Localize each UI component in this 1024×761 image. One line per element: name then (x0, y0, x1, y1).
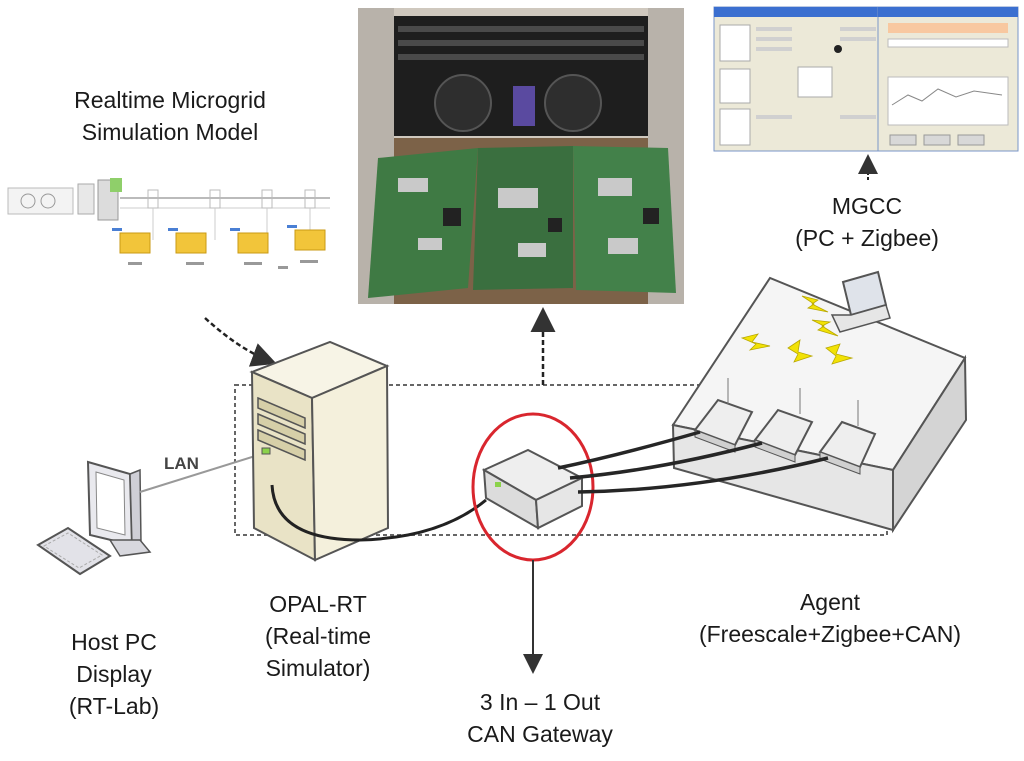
gateway-label: 3 In – 1 Out CAN Gateway (430, 686, 650, 750)
agent-board-icon (693, 378, 877, 475)
gateway-label-line-2: CAN Gateway (467, 721, 613, 747)
mgcc-label-line-2: (PC + Zigbee) (795, 225, 939, 251)
opal-rt-label-line-1: OPAL-RT (269, 591, 367, 617)
simulation-model-label: Realtime Microgrid Simulation Model (40, 84, 300, 148)
host-pc-label-line-2: Display (76, 661, 152, 687)
opal-rt-label-line-2: (Real-time (264, 623, 372, 649)
laptop-icon (830, 270, 891, 333)
mgcc-label: MGCC (PC + Zigbee) (762, 190, 972, 254)
mgcc-label-line-1: MGCC (831, 193, 903, 219)
host-pc-icon (36, 460, 152, 576)
gateway-icon (481, 448, 585, 530)
host-pc-label: Host PC Display (RT-Lab) (34, 626, 194, 722)
lan-cable (139, 451, 269, 493)
agent-label: Agent (Freescale+Zigbee+CAN) (674, 586, 986, 650)
opal-rt-label: OPAL-RT (Real-time Simulator) (238, 588, 398, 684)
agent-label-line-1: Agent (799, 589, 861, 615)
mgcc-screen-capture (712, 5, 1020, 153)
can-cables (557, 430, 829, 494)
lightning-icon (740, 295, 854, 365)
opal-rt-label-line-3: Simulator) (265, 655, 371, 681)
lan-label: LAN (164, 454, 199, 473)
model-to-simulator-arrow (204, 317, 277, 367)
agent-label-line-2: (Freescale+Zigbee+CAN) (698, 621, 962, 647)
simulation-model-diagram (7, 178, 330, 269)
server-tower-icon (249, 340, 390, 562)
simulation-model-label-line-2: Simulation Model (81, 119, 259, 145)
simulation-model-label-line-1: Realtime Microgrid (74, 87, 266, 113)
host-pc-label-line-1: Host PC (71, 629, 157, 655)
hardware-photo (358, 8, 684, 304)
gateway-label-line-1: 3 In – 1 Out (479, 689, 601, 715)
host-pc-label-line-3: (RT-Lab) (68, 693, 160, 719)
simulator-gateway-cable (270, 484, 487, 542)
system-boundary-box (234, 384, 888, 536)
